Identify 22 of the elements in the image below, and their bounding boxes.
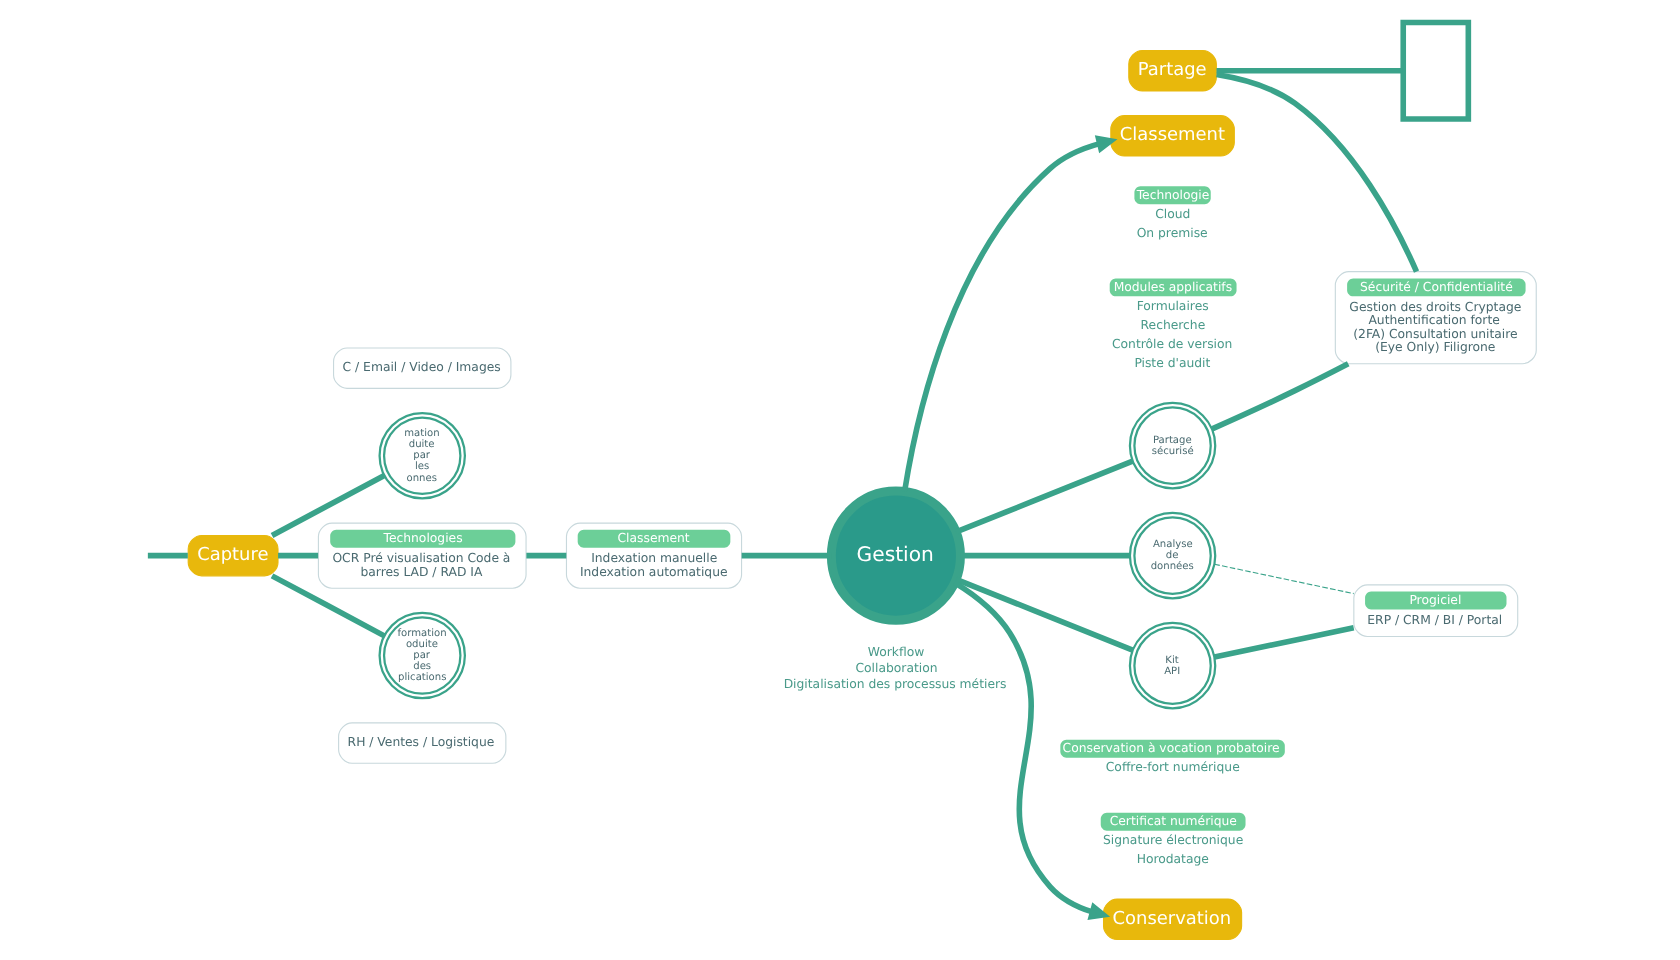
node-box: Partage	[1128, 49, 1217, 91]
connector	[147, 551, 188, 558]
arrow	[901, 134, 1118, 491]
connector	[1213, 562, 1355, 594]
connector	[1216, 66, 1403, 73]
connector	[955, 457, 1134, 534]
node-box: Conservation	[1103, 897, 1243, 940]
connector	[1211, 360, 1350, 431]
arrow	[953, 579, 1111, 920]
connector	[270, 471, 386, 537]
connector	[526, 551, 567, 558]
connector	[741, 551, 832, 558]
connector	[960, 551, 1130, 558]
connector	[955, 575, 1134, 652]
node-box: Capture	[187, 533, 279, 576]
connector	[278, 551, 319, 558]
node-box: Classement	[1110, 114, 1235, 156]
connector	[1213, 623, 1355, 659]
node-box	[1400, 18, 1472, 121]
connector	[270, 572, 386, 638]
connector	[1216, 70, 1420, 272]
node-circle: Gestion	[826, 485, 965, 624]
